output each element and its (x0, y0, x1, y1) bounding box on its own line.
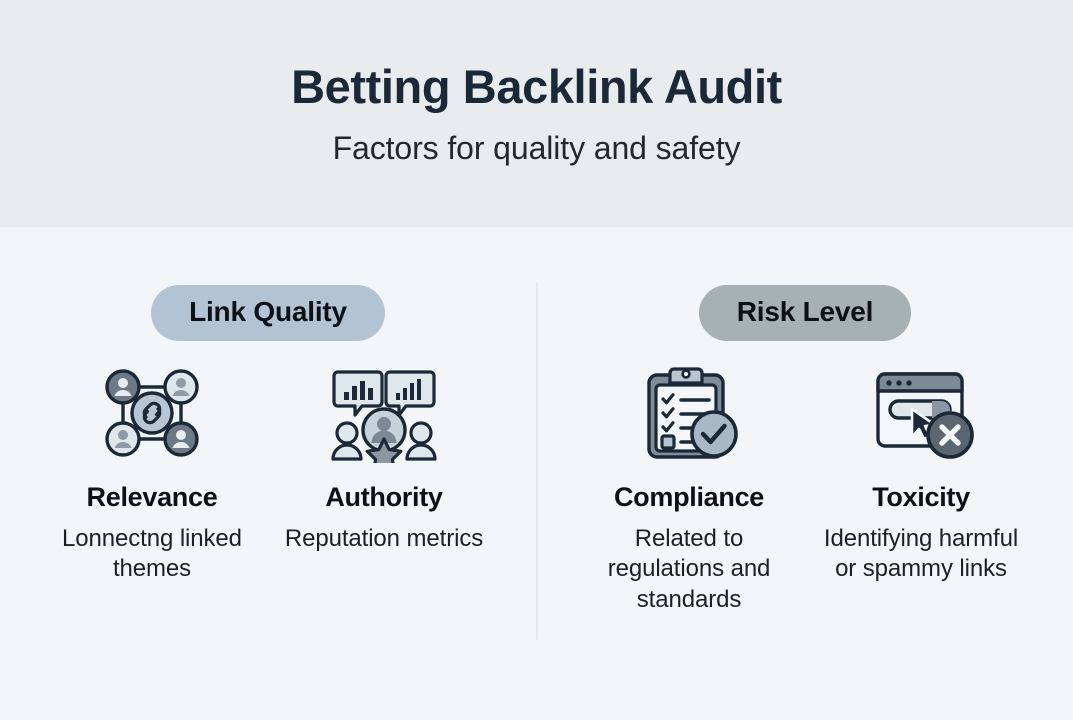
card-authority[interactable]: Authority Reputation metrics (268, 363, 500, 554)
group-link-quality: Link Quality (0, 227, 536, 720)
icon-container-compliance (629, 363, 749, 463)
main-person (361, 407, 407, 453)
card-relevance[interactable]: Relevance Lonnectng linked themes (36, 363, 268, 585)
pill-container-link-quality: Link Quality (0, 285, 536, 341)
pill-container-risk-level: Risk Level (537, 285, 1073, 341)
card-title-relevance: Relevance (86, 482, 218, 512)
column-divider (536, 282, 538, 640)
star-icon (365, 437, 403, 463)
network-link-icon (105, 369, 199, 457)
card-toxicity[interactable]: Toxicity Identifying harmful or spammy l… (805, 363, 1037, 585)
page-subtitle: Factors for quality and safety (332, 130, 741, 167)
window-dots (886, 380, 912, 386)
category-pill-risk-level[interactable]: Risk Level (698, 285, 912, 341)
category-pill-link-quality[interactable]: Link Quality (151, 285, 385, 341)
icon-container-authority (324, 363, 444, 463)
card-description-toxicity: Identifying harmful or spammy links (823, 524, 1019, 583)
content-area: Link Quality (0, 227, 1073, 720)
side-person-right (405, 421, 437, 461)
card-description-authority: Reputation metrics (284, 524, 484, 552)
cards-link-quality: Relevance Lonnectng linked themes (0, 363, 536, 585)
browser-link-error-icon (876, 372, 974, 459)
authority-people-chart-icon (331, 370, 437, 463)
card-compliance[interactable]: Compliance Related to regulations and st… (573, 363, 805, 616)
check-circle-badge (690, 410, 738, 458)
bar-chart-bubble-left (332, 370, 384, 417)
group-risk-level: Risk Level (537, 227, 1073, 720)
cards-risk-level: Compliance Related to regulations and st… (537, 363, 1073, 616)
card-description-compliance: Related to regulations and standards (607, 524, 771, 614)
icon-container-toxicity (861, 363, 981, 463)
icon-container-relevance (92, 363, 212, 463)
page-title: Betting Backlink Audit (291, 60, 782, 113)
clipboard-checklist-icon (647, 367, 738, 459)
card-title-compliance: Compliance (613, 482, 765, 512)
side-person-left (331, 421, 363, 461)
x-circle-badge (926, 411, 974, 459)
card-title-authority: Authority (325, 482, 443, 512)
bar-chart-bubble-right (384, 370, 436, 417)
card-title-toxicity: Toxicity (872, 482, 970, 512)
header-banner: Betting Backlink Audit Factors for quali… (0, 0, 1073, 227)
card-description-relevance: Lonnectng linked themes (62, 524, 242, 583)
